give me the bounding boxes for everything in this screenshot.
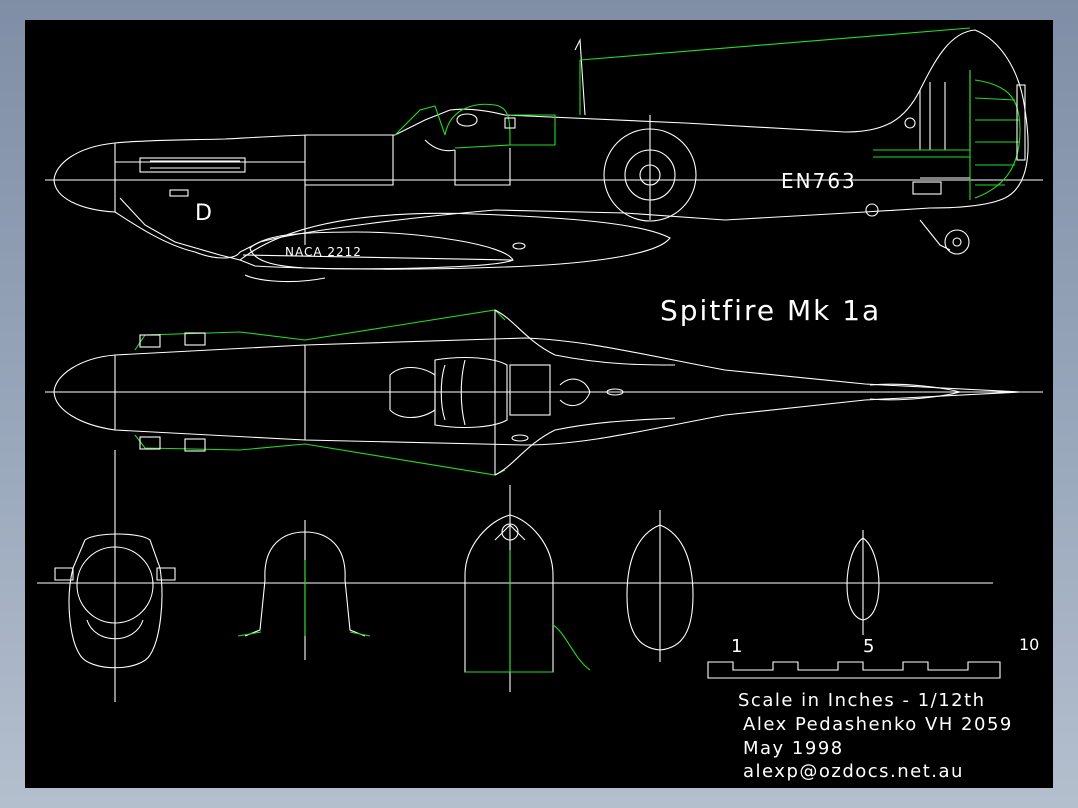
exhaust-stack xyxy=(139,157,246,173)
tailwheel xyxy=(944,229,970,255)
exhaust-left xyxy=(139,334,161,348)
rudder-trim-tab xyxy=(1016,84,1026,161)
top-view xyxy=(45,309,1043,476)
section-3 xyxy=(464,485,591,692)
serial-number: EN763 xyxy=(781,169,857,193)
chin-intake xyxy=(86,619,144,640)
cockpit-rear xyxy=(509,364,551,416)
section-4 xyxy=(626,510,694,662)
cowl-lower-line xyxy=(119,197,241,261)
canopy-rail xyxy=(510,114,556,146)
exhaust-detail xyxy=(150,160,240,169)
tailplane-top xyxy=(869,383,963,401)
wing-trailing-upper xyxy=(494,309,676,366)
rear-panel xyxy=(504,117,516,129)
exhaust-right xyxy=(139,436,161,450)
antenna-mast xyxy=(574,37,586,116)
section-2 xyxy=(237,520,371,660)
canopy-top xyxy=(434,356,508,429)
spinner-front xyxy=(76,546,154,624)
intake-panel xyxy=(169,189,189,197)
blueprint-drawing: EN763 D NACA 2212 xyxy=(37,27,1043,782)
fin-ribs xyxy=(929,82,946,150)
wing-leading-edge-upper xyxy=(134,309,506,351)
exhaust-front xyxy=(54,567,176,581)
canopy xyxy=(444,103,511,149)
fuel-tank-panel xyxy=(305,134,394,186)
wing-leading-edge-lower xyxy=(134,434,506,476)
cad-viewport[interactable]: EN763 D NACA 2212 xyxy=(25,20,1053,788)
airfoil-chord xyxy=(242,254,514,261)
rudder-ribs xyxy=(974,97,1020,186)
cockpit-port xyxy=(456,113,478,127)
canopy-frame-section xyxy=(494,524,526,541)
scale-bar: 1 5 10 xyxy=(707,635,1039,679)
author-credit: Alex Pedashenko VH 2059 xyxy=(743,714,1013,735)
scale-label-10: 10 xyxy=(1019,635,1039,654)
side-view: EN763 D NACA 2212 xyxy=(45,27,1043,283)
side-fuselage-outline xyxy=(53,29,1029,259)
fuselage-detail xyxy=(559,378,591,407)
canopy-section xyxy=(501,523,519,541)
canopy-sill xyxy=(424,139,456,152)
wing-lamp-top xyxy=(511,434,529,442)
cockpit-door xyxy=(454,148,511,186)
email-credit: alexp@ozdocs.net.au xyxy=(743,761,964,782)
exhaust-right-2 xyxy=(184,438,206,452)
tailwheel-hub xyxy=(952,237,962,247)
code-letter: D xyxy=(195,201,212,226)
tail-lamp xyxy=(904,117,916,129)
exhaust-left-2 xyxy=(184,332,206,346)
credits-block: Scale in Inches - 1/12th Alex Pedashenko… xyxy=(738,690,1013,782)
airfoil-label: NACA 2212 xyxy=(285,245,362,259)
scale-caption: Scale in Inches - 1/12th xyxy=(738,690,986,711)
wing-lamp xyxy=(512,242,526,250)
scale-ruler xyxy=(707,661,1001,679)
wing-trailing-lower xyxy=(494,417,676,476)
front-view xyxy=(54,533,176,669)
drawing-title: Spitfire Mk 1a xyxy=(660,294,881,327)
section-2-wing-root xyxy=(237,631,371,637)
cross-sections xyxy=(37,450,993,702)
scale-label-1: 1 xyxy=(731,636,742,657)
canopy-frames xyxy=(440,359,466,426)
top-fuselage-outline xyxy=(53,337,1021,446)
section-5 xyxy=(846,530,880,635)
tail-access-panel xyxy=(912,181,942,195)
wing-fillet xyxy=(238,212,671,270)
antenna-wire xyxy=(579,27,971,61)
scale-label-5: 5 xyxy=(863,636,874,657)
date-credit: May 1998 xyxy=(743,738,844,759)
windscreen xyxy=(394,105,446,136)
radiator-lower xyxy=(244,274,326,283)
tailplane-line xyxy=(873,149,970,158)
antenna-base xyxy=(606,388,624,396)
tail-port xyxy=(865,203,879,217)
section-3-wing-root xyxy=(465,624,591,673)
